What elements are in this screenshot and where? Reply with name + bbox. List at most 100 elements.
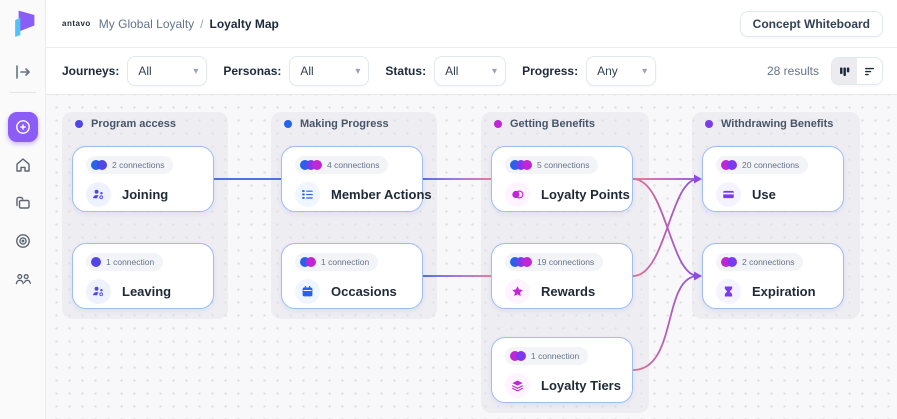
card-title: Use: [752, 187, 776, 202]
collapse-panel-icon[interactable]: [13, 62, 33, 82]
coins-icon: [505, 182, 530, 207]
sidebar-item-create[interactable]: [8, 112, 38, 142]
filter-status-label: Status:: [385, 64, 427, 78]
breadcrumb-separator: /: [200, 16, 204, 31]
node-card-member-actions[interactable]: 4 connections Member Actions: [281, 146, 432, 212]
node-card-leaving[interactable]: 1 connection Leaving: [72, 243, 214, 309]
chevron-down-icon: ▾: [193, 65, 199, 77]
sidebar: [0, 0, 46, 419]
user-group-icon: [86, 182, 111, 207]
connections-count: 2 connections: [742, 257, 795, 267]
home-icon: [16, 158, 30, 172]
card-title: Rewards: [541, 284, 596, 299]
filter-personas: Personas: All ▾: [223, 56, 370, 86]
connections-pill: 20 connections: [716, 156, 809, 174]
calendar-icon: [295, 279, 320, 304]
chevron-down-icon: ▾: [642, 65, 648, 77]
connections-count: 20 connections: [742, 160, 800, 170]
node-card-loyalty-tiers[interactable]: 1 connection Loyalty Tiers: [491, 337, 633, 403]
lane-dot: [494, 120, 502, 128]
connections-pill: 2 connections: [716, 253, 804, 271]
filter-status-select[interactable]: All ▾: [434, 56, 507, 86]
node-card-rewards[interactable]: 19 connections Rewards: [491, 243, 633, 309]
connection-dots: [300, 160, 322, 170]
sidebar-item-audiences[interactable]: [8, 264, 38, 294]
card-title: Leaving: [122, 284, 172, 299]
sidebar-item-home[interactable]: [8, 150, 38, 180]
filter-journeys: Journeys: All ▾: [62, 56, 208, 86]
view-toggle: [831, 57, 883, 85]
card-title: Loyalty Tiers: [541, 378, 621, 393]
connections-pill: 19 connections: [505, 253, 604, 271]
connection-dots: [721, 160, 737, 170]
filter-progress-select[interactable]: Any ▾: [586, 56, 657, 86]
credit-card-icon: [716, 182, 741, 207]
results-count: 28 results: [766, 64, 819, 78]
card-title: Occasions: [331, 284, 397, 299]
connections-count: 19 connections: [537, 257, 595, 267]
connection-dots: [510, 351, 526, 361]
connections-count: 5 connections: [537, 160, 590, 170]
sidebar-item-projects[interactable]: [8, 188, 38, 218]
node-card-occasions[interactable]: 1 connection Occasions: [281, 243, 423, 309]
connections-pill: 1 connection: [505, 347, 589, 365]
filter-personas-value: All: [300, 64, 314, 78]
connections-pill: 1 connection: [86, 253, 164, 271]
create-plus-icon: [16, 120, 30, 134]
connection-dots: [300, 257, 316, 267]
filter-progress: Progress: Any ▾: [522, 56, 657, 86]
sidebar-divider: [10, 92, 36, 93]
lane-label: Program access: [91, 118, 176, 130]
concept-whiteboard-button[interactable]: Concept Whiteboard: [739, 10, 883, 37]
filter-journeys-label: Journeys:: [62, 64, 120, 78]
filter-status: Status: All ▾: [385, 56, 507, 86]
filter-journeys-select[interactable]: All ▾: [127, 56, 208, 86]
filter-progress-label: Progress:: [522, 64, 579, 78]
breadcrumb-section[interactable]: My Global Loyalty: [98, 16, 195, 31]
connection-dots: [721, 257, 737, 267]
kanban-view-icon[interactable]: [832, 58, 857, 84]
checklist-icon: [295, 182, 320, 207]
connection-dots: [510, 257, 532, 267]
lane-label: Withdrawing Benefits: [721, 118, 834, 130]
filter-journeys-value: All: [138, 64, 152, 78]
lane-label: Getting Benefits: [510, 118, 595, 130]
sort-list-icon[interactable]: [857, 58, 882, 84]
connections-count: 1 connection: [106, 257, 155, 267]
card-title: Joining: [122, 187, 169, 202]
filter-personas-select[interactable]: All ▾: [289, 56, 370, 86]
connections-count: 1 connection: [321, 257, 370, 267]
connection-dots: [510, 160, 532, 170]
card-title: Expiration: [752, 284, 816, 299]
node-card-expiration[interactable]: 2 connections Expiration: [702, 243, 844, 309]
connections-pill: 4 connections: [295, 156, 389, 174]
card-title: Loyalty Points: [541, 187, 630, 202]
connection-dots: [91, 257, 101, 267]
sidebar-item-goals[interactable]: [8, 226, 38, 256]
app-logo[interactable]: [9, 8, 37, 38]
filter-bar: Journeys: All ▾ Personas: All ▾ Status: …: [46, 48, 897, 95]
loyalty-map-canvas[interactable]: Program access Making Progress Getting B…: [46, 95, 897, 419]
top-header: antavo My Global Loyalty / Loyalty Map C…: [46, 0, 897, 48]
node-card-loyalty-points[interactable]: 5 connections Loyalty Points: [491, 146, 633, 212]
connection-dots: [91, 160, 107, 170]
lane-header: Withdrawing Benefits: [705, 118, 833, 130]
hourglass-icon: [716, 279, 741, 304]
brand-logo: antavo: [62, 19, 91, 28]
connections-count: 1 connection: [531, 351, 580, 361]
chevron-down-icon: ▾: [355, 65, 361, 77]
connections-pill: 2 connections: [86, 156, 174, 174]
folders-icon: [16, 196, 30, 209]
lane-dot: [705, 120, 713, 128]
star-icon: [505, 279, 530, 304]
user-group-icon: [86, 279, 111, 304]
filter-progress-value: Any: [597, 64, 618, 78]
connections-count: 4 connections: [327, 160, 380, 170]
connections-pill: 1 connection: [295, 253, 379, 271]
chevron-down-icon: ▾: [492, 65, 498, 77]
node-card-joining[interactable]: 2 connections Joining: [72, 146, 214, 212]
lane-header: Making Progress: [284, 118, 389, 130]
node-card-use[interactable]: 20 connections Use: [702, 146, 844, 212]
lane-dot: [75, 120, 83, 128]
